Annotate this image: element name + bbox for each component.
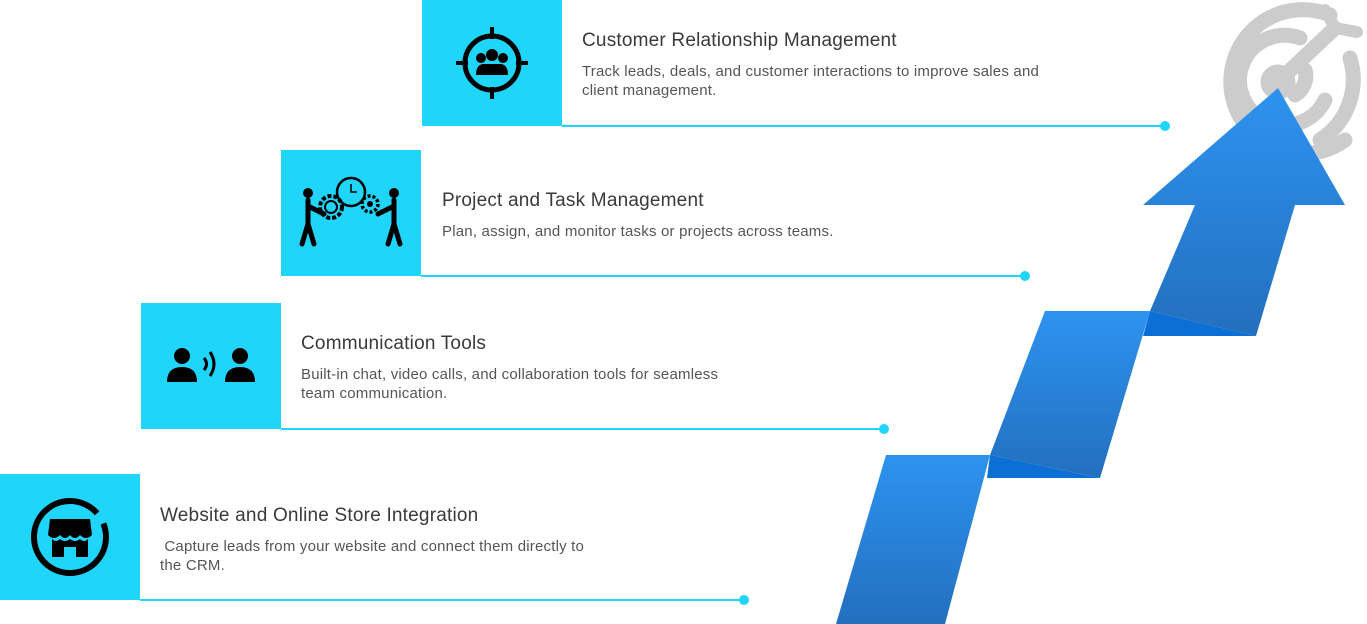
team-gears-clock-icon [299, 176, 403, 246]
people-talking-icon [167, 348, 255, 382]
arrow-fold-1 [987, 455, 1100, 478]
feature-description: Capture leads from your website and conn… [160, 538, 589, 574]
store-icon-box [0, 474, 140, 600]
store-icon [31, 498, 109, 576]
feature-title: Communication Tools [301, 333, 487, 354]
feature-title: Customer Relationship Management [582, 30, 897, 51]
connector-line [421, 275, 1025, 277]
arrow-step-3 [1143, 88, 1345, 336]
connector-line [562, 125, 1165, 127]
arrow-step-2 [990, 311, 1150, 478]
feature-title: Website and Online Store Integration [160, 505, 479, 526]
connector-dot [879, 424, 889, 434]
crm-icon-box [422, 0, 562, 126]
arrow-shape [836, 88, 1345, 624]
connector-dot [1160, 121, 1170, 131]
connector-line [140, 599, 744, 601]
communication-icon-box [141, 303, 281, 429]
feature-description: Track leads, deals, and customer interac… [582, 63, 1040, 99]
project-icon-box [281, 150, 421, 276]
feature-title: Project and Task Management [442, 190, 704, 211]
crm-target-group-icon [456, 27, 528, 99]
arrow-step-1 [836, 455, 990, 624]
arrow-fold-2 [1143, 311, 1256, 336]
connector-line [281, 428, 884, 430]
feature-description: Plan, assign, and monitor tasks or proje… [442, 223, 834, 240]
connector-dot [1020, 271, 1030, 281]
connector-dot [739, 595, 749, 605]
feature-description: Built-in chat, video calls, and collabor… [301, 366, 719, 402]
